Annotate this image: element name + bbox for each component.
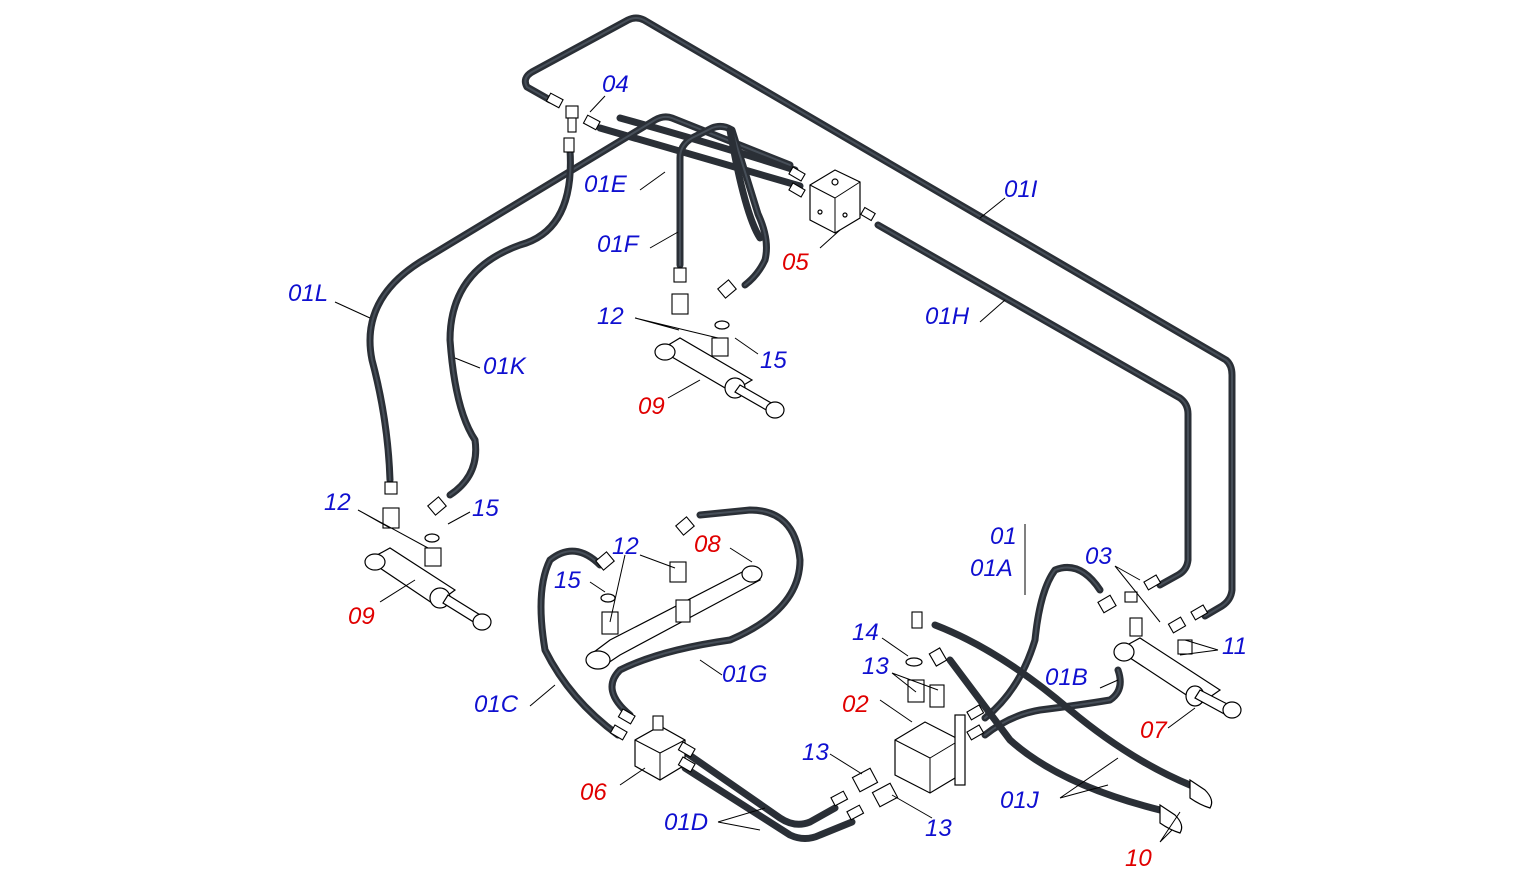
hose-01I [521,14,1236,620]
label-01A: 01A [970,555,1013,582]
label-02: 02 [842,691,869,718]
label-12-left: 12 [324,489,351,516]
main-valve-02 [830,611,985,821]
couplers-10 [1159,778,1213,834]
cylinder-09-top [654,267,785,419]
cylinder-09-left [364,481,492,631]
label-09-left: 09 [348,603,375,630]
label-01G: 01G [722,661,767,688]
hose-01B [981,666,1124,739]
hose-01A [981,564,1104,722]
label-12-top: 12 [597,303,624,330]
leader-lines [334,95,1219,843]
cylinder-07 [1097,574,1242,719]
hose-01F-valve [726,126,764,242]
hose-01E [596,114,804,190]
label-12-mid: 12 [612,533,639,560]
components [364,92,1242,834]
label-01: 01 [990,523,1017,550]
label-01F: 01F [597,231,640,258]
labels: 04 01E 01F 05 01I 01H 01L 01K 12 15 09 1… [288,71,1247,872]
label-13-left: 13 [802,739,829,766]
label-15-top: 15 [760,347,787,374]
label-11: 11 [1222,633,1247,660]
label-13-top: 13 [862,653,889,680]
cylinder-08 [585,516,763,670]
label-03: 03 [1085,543,1112,570]
label-01B: 01B [1045,664,1088,691]
label-01J: 01J [1000,787,1040,814]
label-08: 08 [694,531,721,558]
label-07: 07 [1140,717,1168,744]
valve-block-05 [788,166,876,234]
label-15-left: 15 [472,495,499,522]
hose-01L [366,113,794,484]
label-06: 06 [580,779,607,806]
label-04: 04 [602,71,629,98]
hoses [366,14,1236,842]
label-15-mid: 15 [554,567,581,594]
label-01H: 01H [925,303,970,330]
label-13-bottom: 13 [925,815,952,842]
label-01K: 01K [483,353,527,380]
hose-01K [446,146,574,499]
label-09-top: 09 [638,393,665,420]
label-01D: 01D [664,809,708,836]
valve-block-06 [609,708,696,781]
label-01L: 01L [288,280,328,307]
label-05: 05 [782,249,809,276]
hose-01J [931,621,1194,814]
label-01I: 01I [1004,176,1038,203]
hose-01C [537,547,622,739]
label-01E: 01E [584,171,628,198]
tee-04 [545,92,601,153]
hose-01H [874,221,1192,589]
label-01C: 01C [474,691,519,718]
label-10: 10 [1125,845,1152,872]
hose-01D [681,748,856,842]
label-14: 14 [852,619,879,646]
hose-01G [608,506,804,719]
